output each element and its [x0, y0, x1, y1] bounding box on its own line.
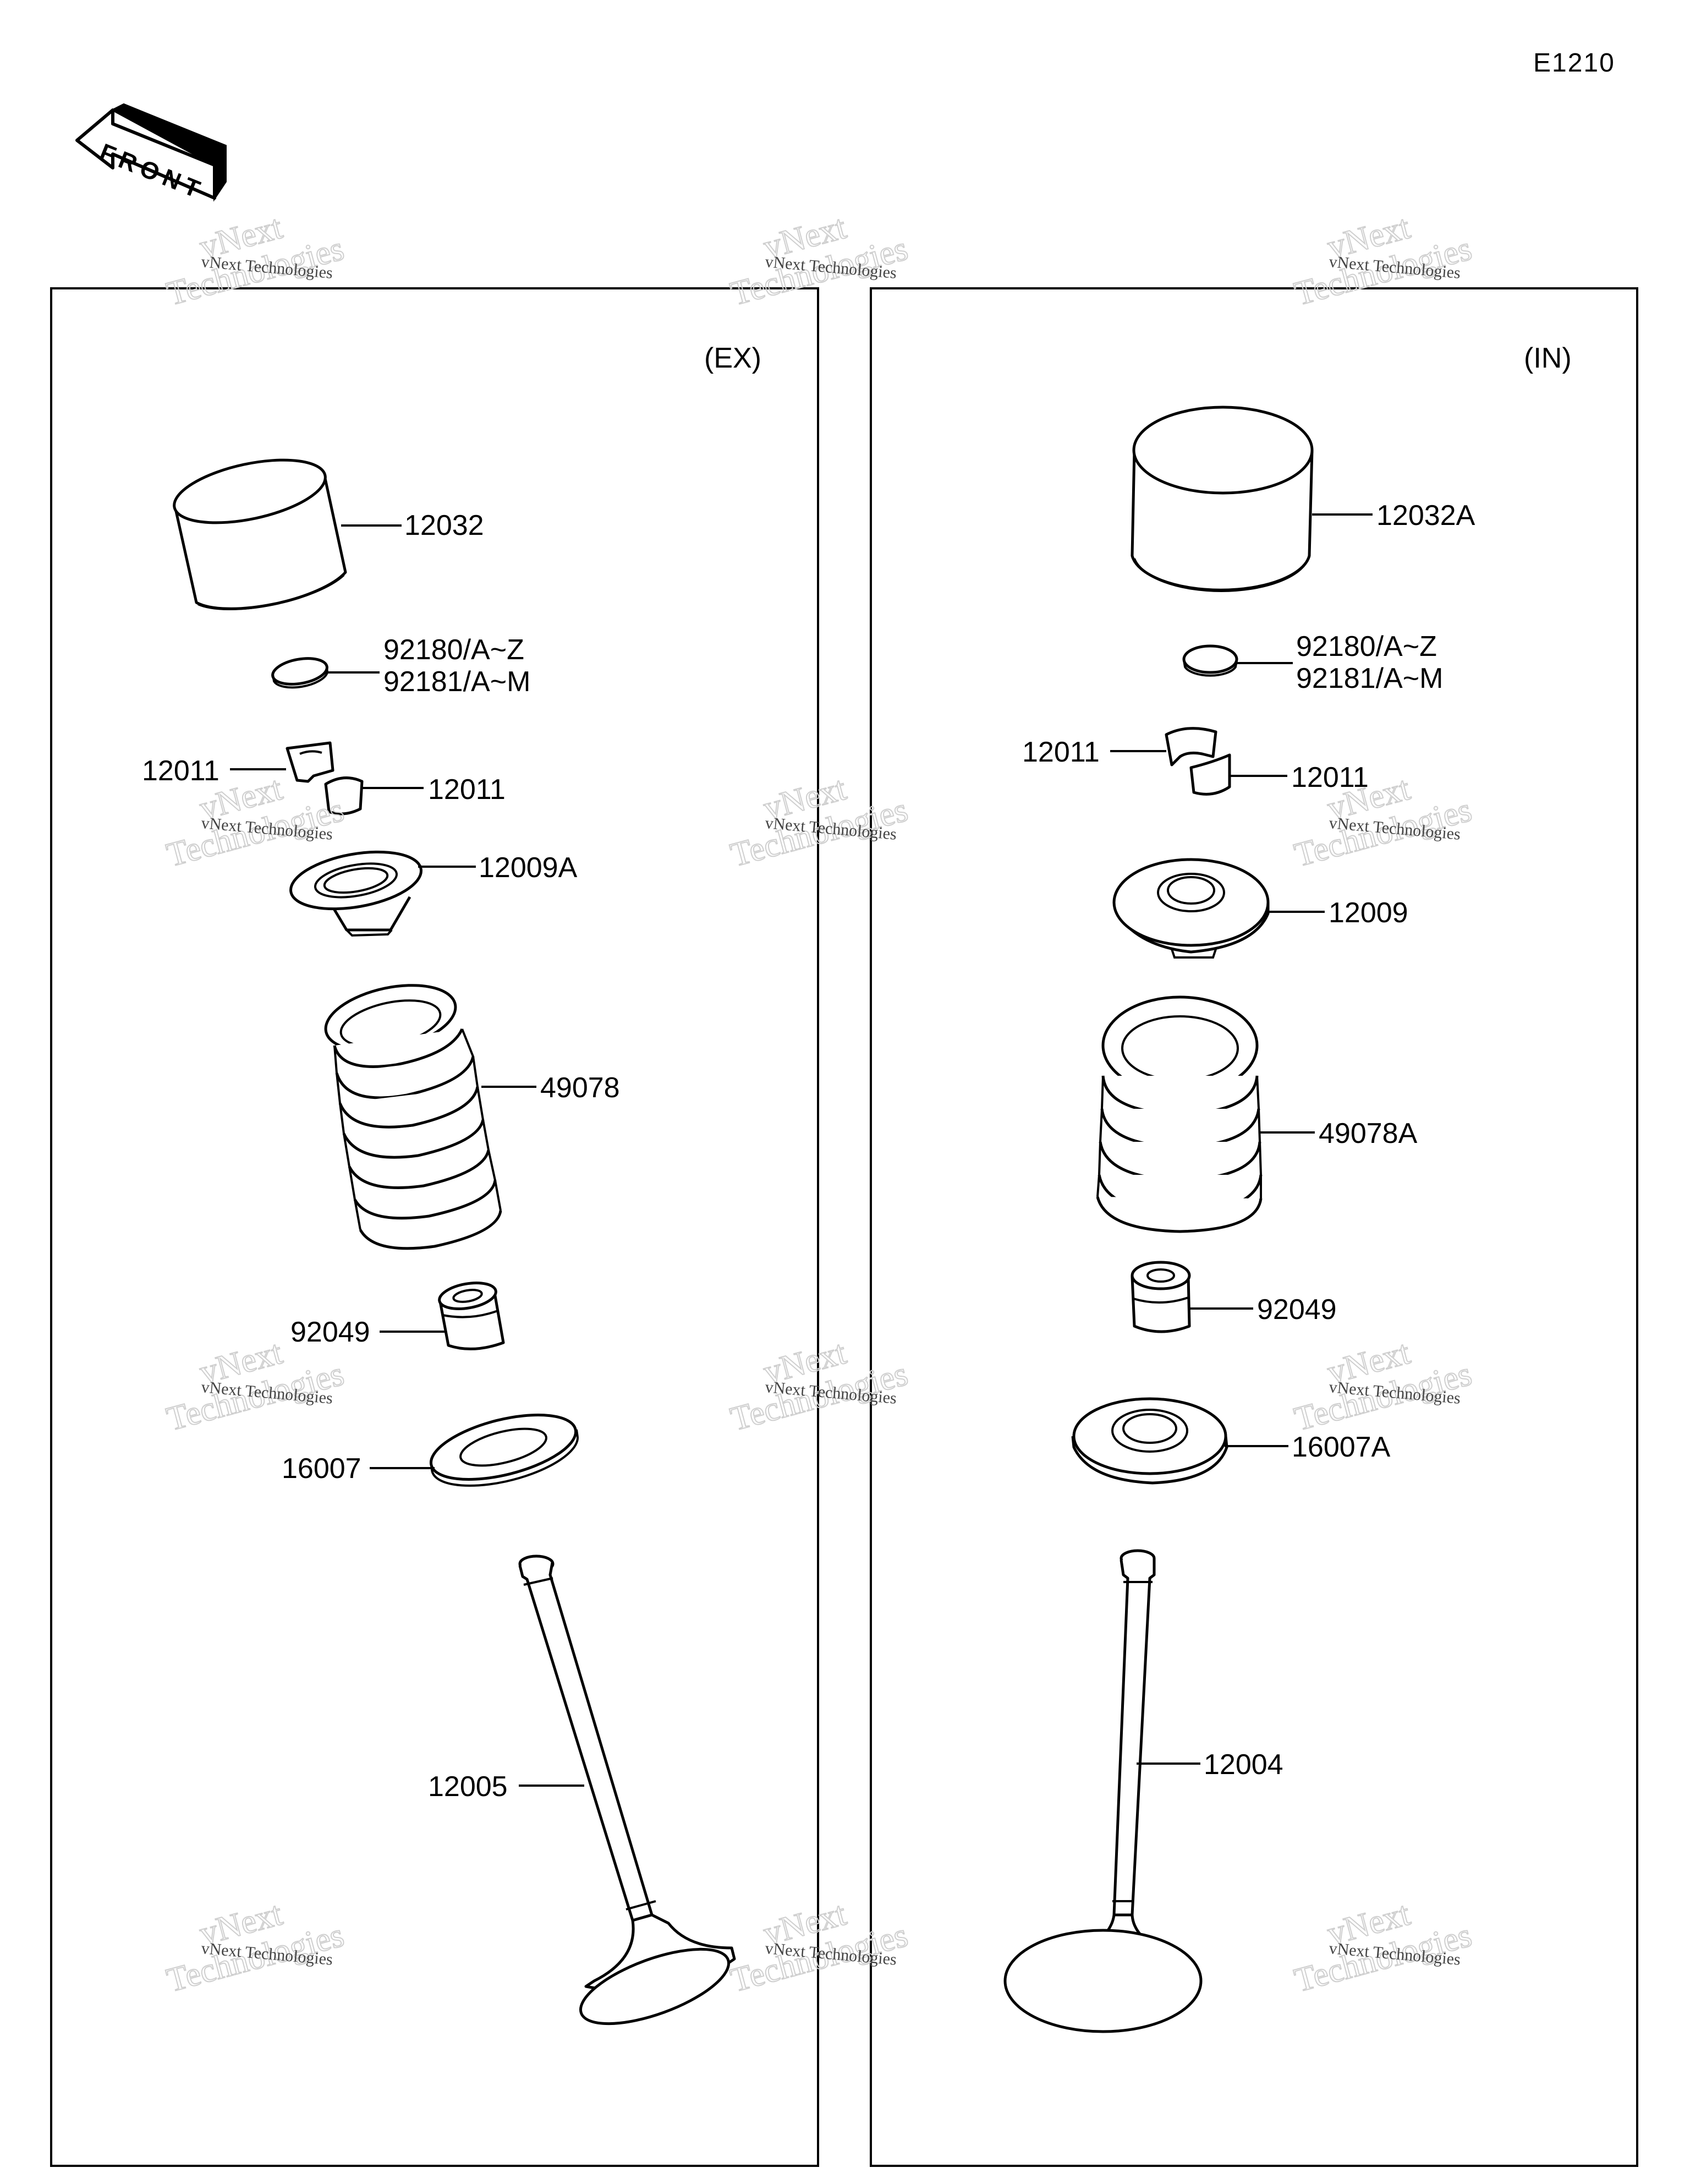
exhaust-panel-title: (EX)	[704, 342, 761, 374]
ex-stem-seal	[438, 1282, 505, 1350]
ex-retainer-label: 12009A	[479, 852, 578, 884]
in-stem-seal	[1131, 1261, 1191, 1333]
front-arrow-icon: FRONT	[75, 103, 227, 205]
ex-shim-label-1: 92180/A~Z	[383, 634, 524, 666]
in-retainer-label: 12009	[1329, 897, 1408, 929]
in-shim-label-2: 92181/A~M	[1296, 663, 1443, 694]
in-stem-seal-label: 92049	[1257, 1294, 1337, 1326]
in-tappet	[1131, 406, 1314, 592]
ex-spring-label: 49078	[540, 1072, 620, 1104]
in-cotter-a-label: 12011	[1022, 736, 1100, 768]
in-retainer	[1112, 858, 1270, 959]
ex-valve-label: 12005	[428, 1771, 508, 1803]
ex-cotter-b	[324, 776, 364, 815]
intake-panel-title: (IN)	[1524, 342, 1572, 374]
in-spring	[1096, 995, 1263, 1233]
ex-cotter-b-label: 12011	[428, 774, 506, 806]
in-cotter-a	[1165, 727, 1217, 767]
ex-valve	[518, 1554, 736, 2026]
in-tappet-label: 12032A	[1376, 500, 1475, 532]
in-shim-label-1: 92180/A~Z	[1296, 631, 1437, 663]
in-cotter-b-label: 12011	[1291, 762, 1369, 793]
diagram-code: E1210	[1533, 48, 1615, 78]
ex-cotter-a	[286, 741, 334, 783]
intake-panel	[870, 287, 1638, 2167]
ex-shim	[271, 657, 329, 689]
in-shim	[1182, 644, 1238, 677]
ex-spring	[324, 984, 502, 1250]
in-spring-seat	[1071, 1397, 1228, 1485]
in-valve	[1003, 1549, 1203, 2033]
ex-tappet-label: 12032	[404, 510, 484, 541]
ex-stem-seal-label: 92049	[290, 1316, 370, 1348]
ex-tappet	[173, 458, 347, 611]
in-spring-label: 49078A	[1319, 1118, 1418, 1150]
ex-cotter-a-label: 12011	[142, 755, 220, 787]
ex-shim-label-2: 92181/A~M	[383, 666, 530, 698]
in-spring-seat-label: 16007A	[1292, 1431, 1391, 1463]
ex-spring-seat	[429, 1414, 579, 1487]
exhaust-panel	[50, 287, 819, 2167]
in-valve-label: 12004	[1204, 1749, 1283, 1781]
ex-spring-seat-label: 16007	[282, 1453, 361, 1485]
ex-retainer	[289, 850, 422, 937]
in-cotter-b	[1189, 753, 1231, 796]
